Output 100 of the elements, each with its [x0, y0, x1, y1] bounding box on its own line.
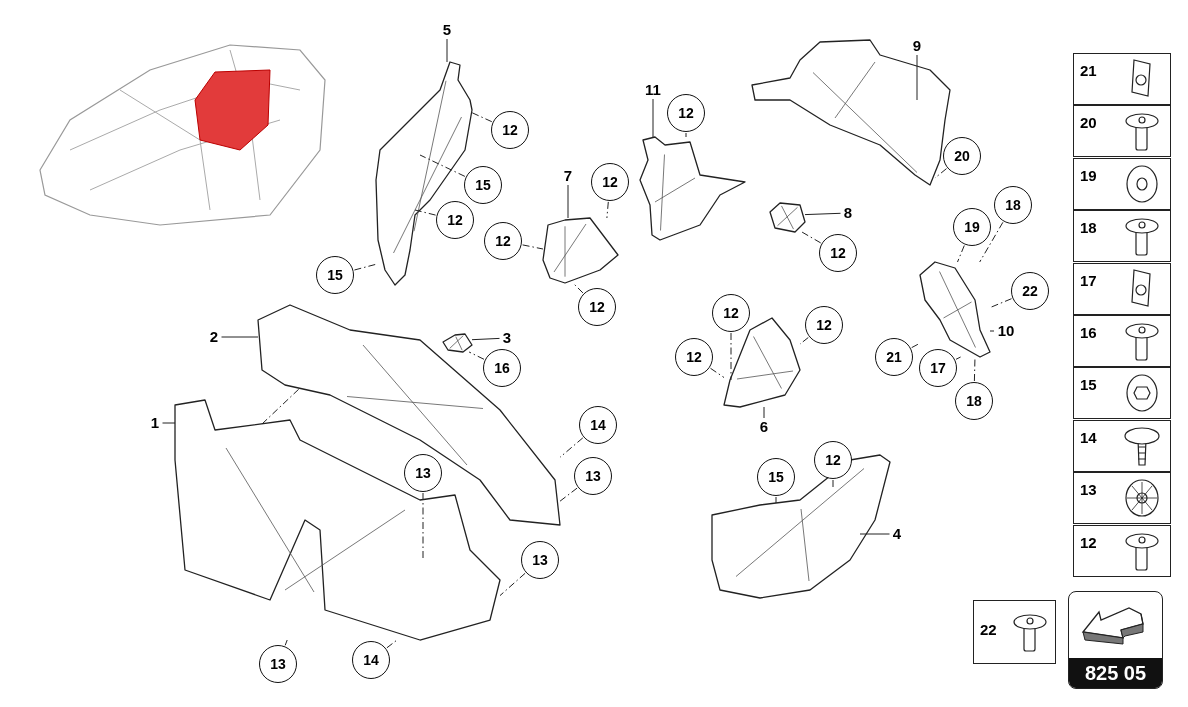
callout-number: 15 — [757, 458, 795, 496]
bracket-drawing — [443, 334, 472, 352]
leader-line — [989, 330, 995, 332]
leader-line — [353, 263, 377, 271]
leader-line — [775, 496, 777, 504]
part-number: 22 — [980, 621, 997, 638]
callout-number: 13 — [404, 454, 442, 492]
heat-shield-drawing — [175, 400, 500, 640]
part-number: 5 — [442, 22, 452, 38]
leader-line — [422, 492, 424, 561]
leader-line — [468, 351, 485, 360]
part-number: 18 — [1080, 219, 1097, 237]
callout-number: 13 — [259, 645, 297, 683]
leader-line — [859, 533, 890, 535]
callout-number: 12 — [712, 294, 750, 332]
part-number: 7 — [563, 168, 573, 184]
leader-line — [559, 487, 578, 502]
callout-number: 15 — [316, 256, 354, 294]
callout-number: 13 — [521, 541, 559, 579]
leader-line — [730, 332, 732, 381]
leader-line — [414, 209, 437, 216]
part-number: 12 — [1080, 533, 1097, 551]
part-number: 21 — [1080, 62, 1097, 79]
leader-line — [559, 437, 584, 458]
callout-number: 12 — [578, 288, 616, 326]
part-number: 19 — [1080, 166, 1097, 184]
leader-line — [934, 168, 947, 179]
heat-shield-drawing — [258, 305, 560, 525]
callout-number: 12 — [675, 338, 713, 376]
leader-line — [162, 422, 176, 424]
leader-line — [446, 38, 448, 63]
leader-line — [567, 184, 569, 219]
callout-number: 12 — [805, 306, 843, 344]
callout-number: 14 — [352, 641, 390, 679]
callout-number: 12 — [491, 111, 529, 149]
drawing-number: 825 05 — [1069, 658, 1162, 688]
callout-number: 12 — [814, 441, 852, 479]
callout-number: 12 — [819, 234, 857, 272]
part-number: 14 — [1080, 428, 1097, 446]
callout-number: 17 — [919, 349, 957, 387]
part-number: 11 — [645, 82, 661, 98]
leader-line — [471, 337, 500, 341]
part-number: 13 — [1080, 481, 1097, 499]
heat-shield-drawing — [724, 318, 800, 407]
part-number: 17 — [1080, 271, 1097, 289]
leader-line — [284, 639, 288, 646]
bracket-drawing — [770, 203, 805, 232]
leader-line — [979, 221, 1004, 263]
heat-shield-drawing — [376, 62, 472, 285]
leader-line — [763, 406, 765, 419]
leader-line — [386, 639, 398, 649]
leader-line — [804, 212, 841, 216]
part-number: 2 — [209, 329, 219, 345]
callout-number: 16 — [483, 349, 521, 387]
callout-number: 20 — [943, 137, 981, 175]
part-number: 8 — [843, 205, 853, 221]
leader-line — [419, 154, 466, 177]
leader-line — [261, 387, 301, 425]
leader-line — [221, 336, 259, 338]
leader-line — [710, 367, 725, 378]
leader-line — [799, 337, 809, 345]
leader-line — [652, 98, 654, 138]
leader-line — [989, 298, 1012, 309]
part-number: 1 — [150, 415, 160, 431]
part-number: 15 — [1080, 376, 1097, 394]
heat-shield-drawing — [712, 455, 890, 598]
heat-shield-drawing — [920, 262, 990, 357]
part-number: 16 — [1080, 324, 1097, 341]
leader-line — [499, 572, 526, 597]
leader-line — [973, 356, 976, 382]
part-number: 4 — [892, 526, 902, 542]
callout-number: 18 — [955, 382, 993, 420]
leader-line — [471, 112, 493, 123]
leader-line — [685, 132, 687, 138]
callout-number: 22 — [1011, 272, 1049, 310]
bracket-drawing — [543, 218, 618, 283]
leader-line — [911, 342, 921, 349]
leader-line — [801, 231, 822, 244]
callout-number: 13 — [574, 457, 612, 495]
callout-number: 12 — [484, 222, 522, 260]
callout-number: 12 — [436, 201, 474, 239]
part-number: 6 — [759, 419, 769, 435]
callout-number: 12 — [591, 163, 629, 201]
part-number: 20 — [1080, 114, 1097, 132]
part-number: 10 — [997, 323, 1015, 339]
part-number: 9 — [912, 38, 922, 54]
callout-number: 19 — [953, 208, 991, 246]
callout-number: 15 — [464, 166, 502, 204]
leader-line — [572, 282, 584, 294]
part-number: 3 — [502, 330, 512, 346]
leader-line — [916, 54, 918, 101]
leader-line — [522, 244, 544, 250]
heat-shield-drawing — [640, 137, 745, 240]
callout-number: 21 — [875, 338, 913, 376]
callout-number: 14 — [579, 406, 617, 444]
callout-number: 12 — [667, 94, 705, 132]
leader-line — [957, 245, 965, 263]
leader-line — [606, 201, 609, 219]
callout-number: 18 — [994, 186, 1032, 224]
leader-line — [955, 356, 962, 360]
